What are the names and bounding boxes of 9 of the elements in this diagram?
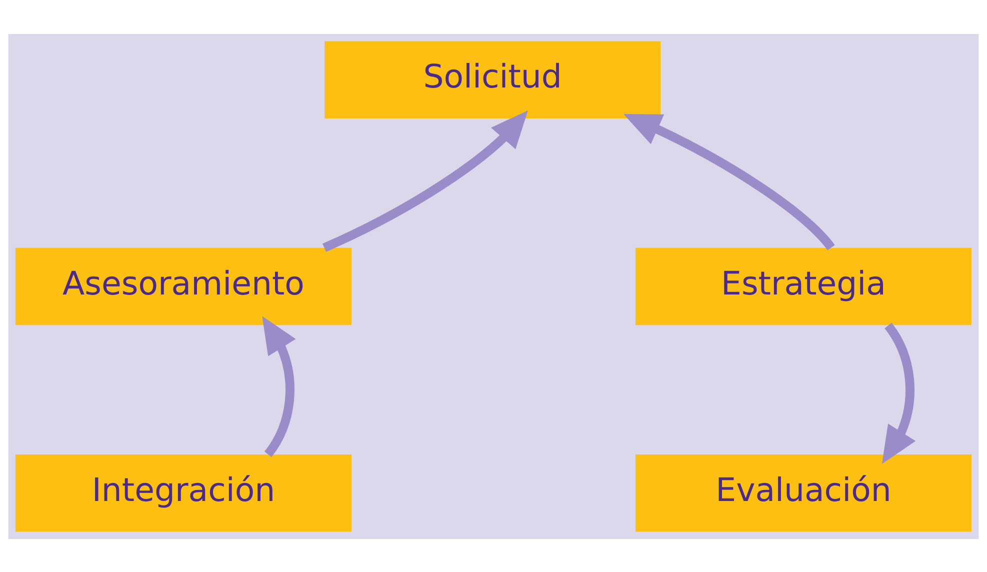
arrow (262, 316, 296, 456)
arrow (322, 110, 528, 252)
arrow (623, 114, 835, 250)
node-box: Evaluación (635, 454, 972, 532)
node-box: Solicitud (324, 40, 661, 118)
node-box: Asesoramiento (15, 247, 352, 325)
node-box: Estrategia (635, 247, 972, 325)
arrow (882, 322, 916, 464)
node-box: Integración (15, 454, 352, 532)
